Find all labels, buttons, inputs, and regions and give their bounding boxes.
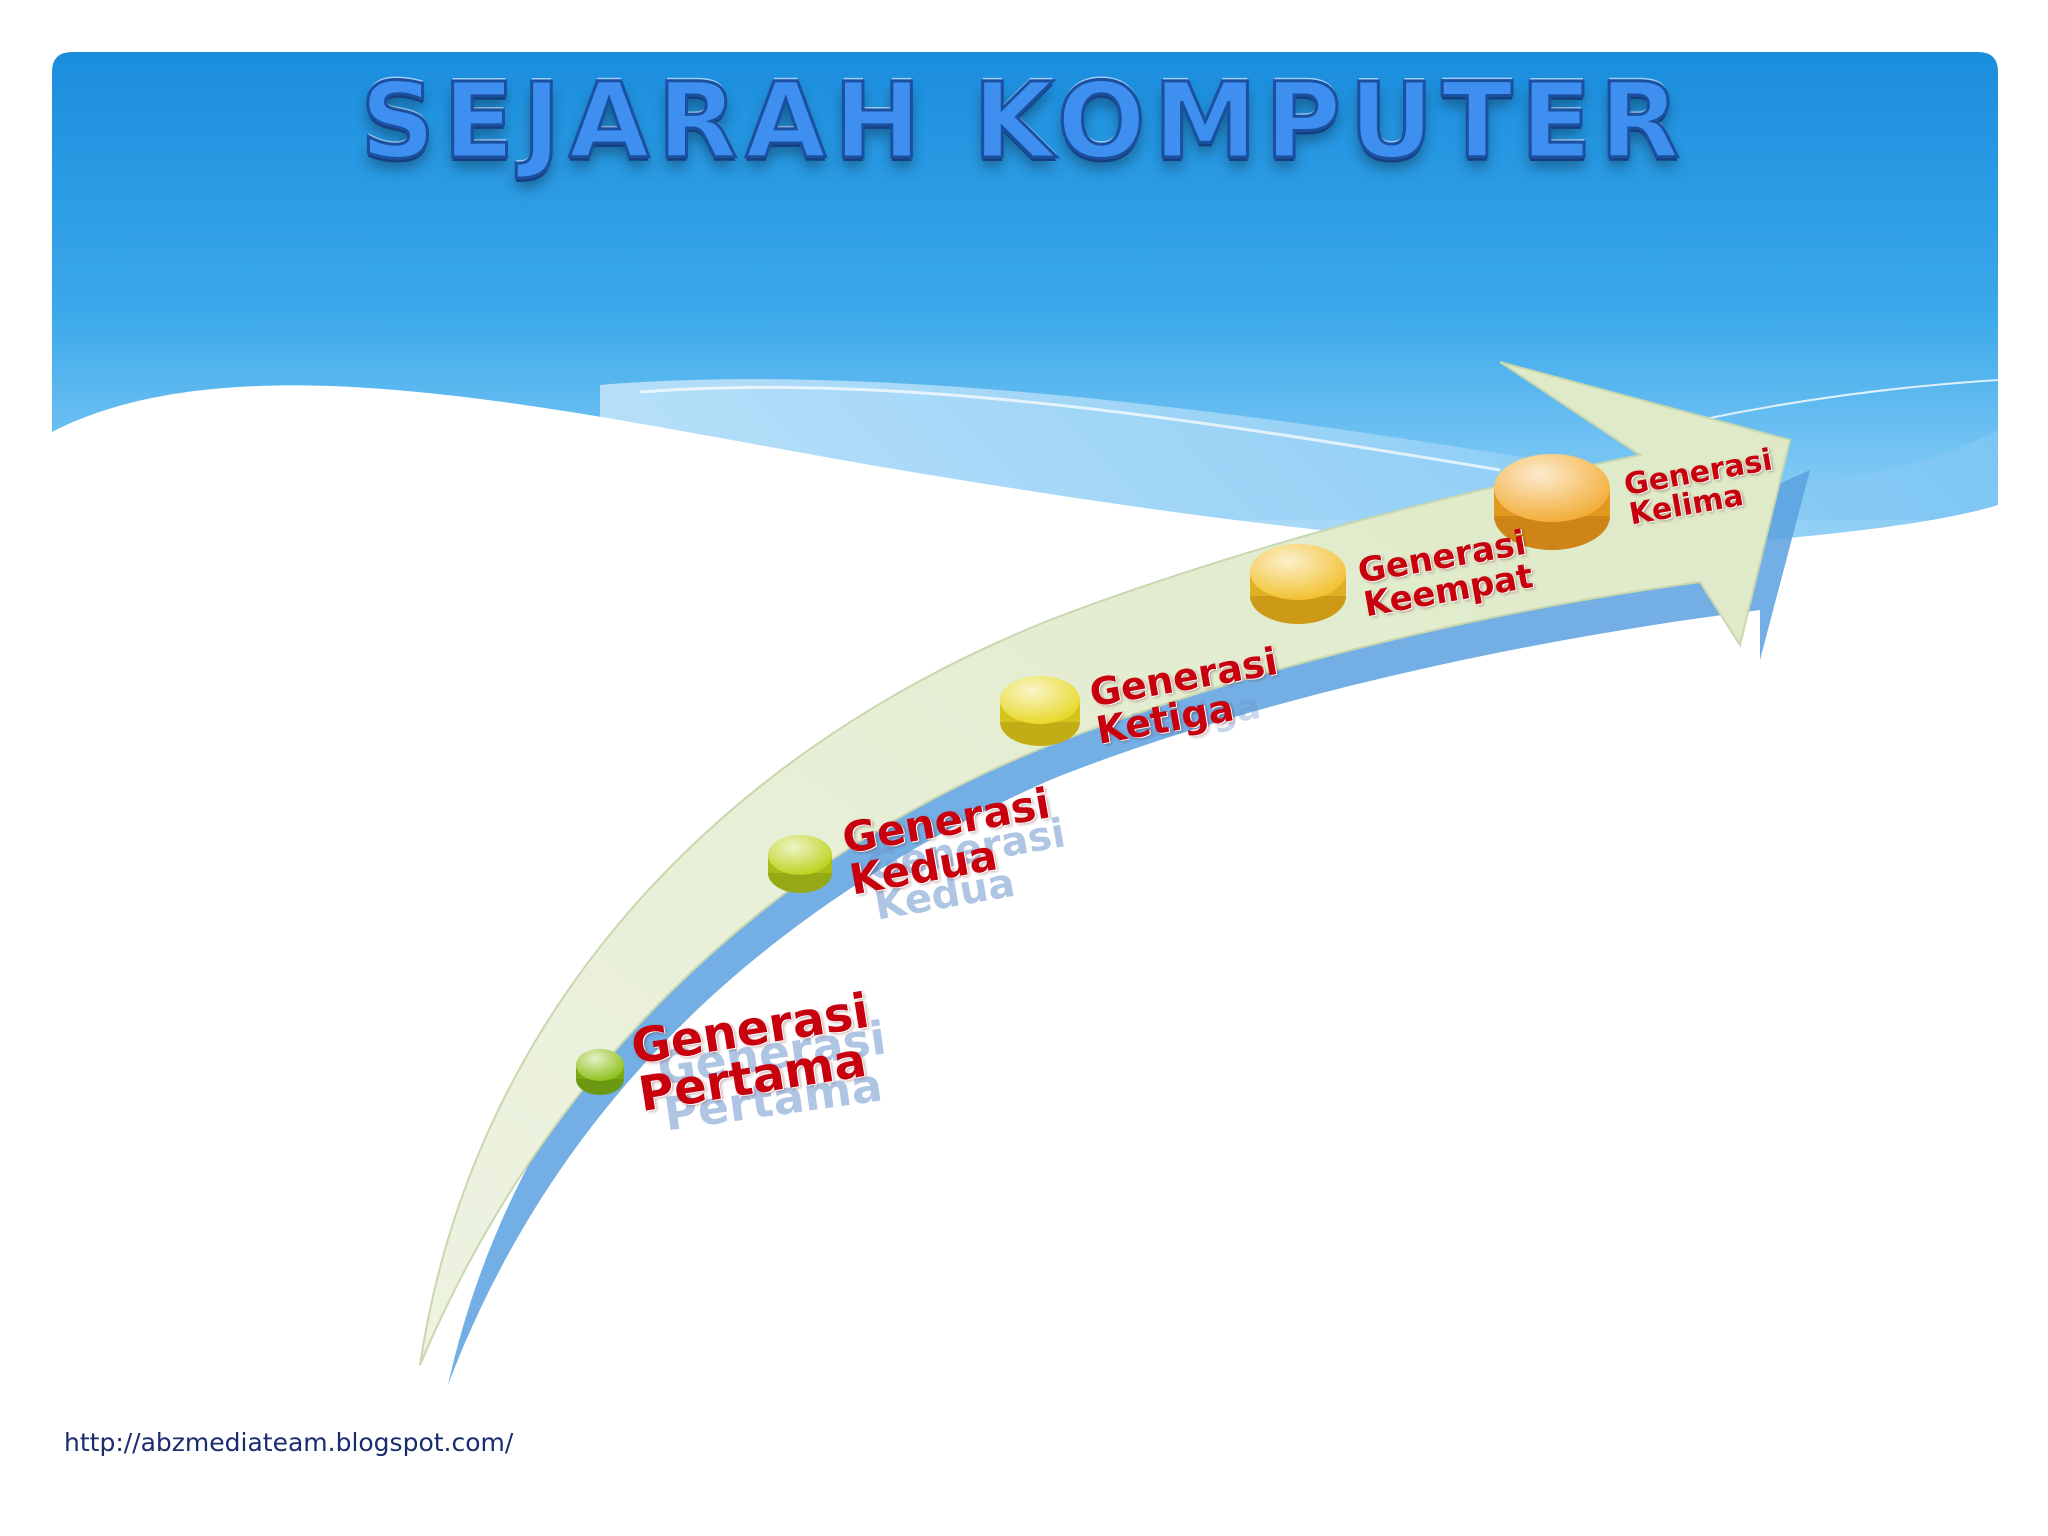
- white-wave: [52, 385, 1998, 1536]
- sky-panel: [52, 52, 1998, 520]
- footer-url-link[interactable]: http://abzmediateam.blogspot.com/: [64, 1428, 514, 1457]
- arrow-body: [419, 361, 1792, 1366]
- slide-title: SEJARAH KOMPUTER: [359, 59, 1688, 184]
- pill-4: [1250, 544, 1346, 624]
- pill-5: [1494, 454, 1610, 550]
- pill-1: [576, 1049, 624, 1095]
- pill-3: [1000, 676, 1080, 746]
- pill-2: [768, 835, 832, 893]
